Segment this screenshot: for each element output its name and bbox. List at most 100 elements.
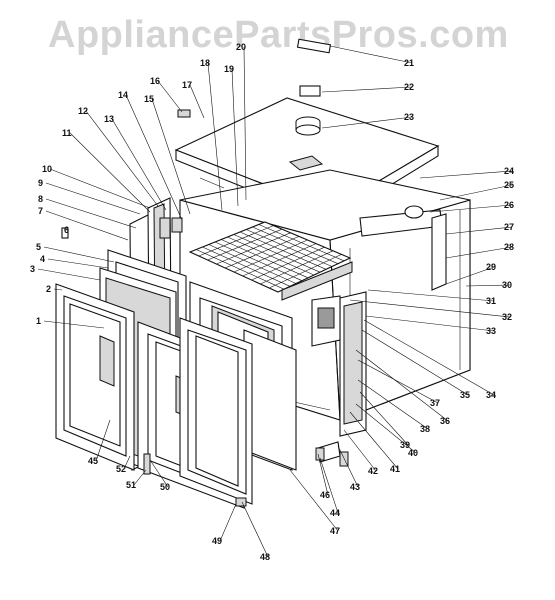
callout-4: 4 [40, 254, 45, 264]
callout-24: 24 [504, 166, 514, 176]
callout-36: 36 [440, 416, 450, 426]
leader-line-2 [53, 288, 63, 291]
callout-11: 11 [62, 128, 72, 138]
callout-8: 8 [38, 194, 43, 204]
callout-41: 41 [390, 464, 400, 474]
leader-line-28 [445, 246, 513, 259]
leader-line-36 [355, 349, 449, 422]
front-outer-door-left [55, 283, 135, 471]
callout-21: 21 [404, 58, 414, 68]
callout-16: 16 [150, 76, 160, 86]
callout-34: 34 [486, 390, 496, 400]
callout-27: 27 [504, 222, 514, 232]
callout-48: 48 [260, 552, 270, 562]
leader-line-4 [47, 258, 109, 269]
leader-line-49 [219, 503, 237, 542]
callout-30: 30 [502, 280, 512, 290]
callout-28: 28 [504, 242, 514, 252]
callout-43: 43 [350, 482, 360, 492]
callout-23: 23 [404, 112, 414, 122]
callout-12: 12 [78, 106, 88, 116]
leader-line-21 [329, 45, 413, 64]
leader-line-30 [465, 284, 511, 287]
leader-line-34 [363, 319, 495, 396]
callout-10: 10 [42, 164, 52, 174]
callout-38: 38 [420, 424, 430, 434]
back-door-frame [179, 317, 253, 505]
leader-line-11 [69, 132, 151, 213]
right-front-strips [311, 291, 367, 463]
callout-2: 2 [46, 284, 51, 294]
leader-line-24 [419, 170, 513, 179]
leader-line-7 [45, 210, 129, 241]
leader-line-19 [231, 68, 239, 207]
callout-18: 18 [200, 58, 210, 68]
leader-line-9 [45, 182, 141, 215]
callout-47: 47 [330, 526, 340, 536]
callout-40: 40 [408, 448, 418, 458]
callout-46: 46 [320, 490, 330, 500]
callout-32: 32 [502, 312, 512, 322]
leader-line-13 [111, 118, 167, 211]
callout-29: 29 [486, 262, 496, 272]
callout-9: 9 [38, 178, 43, 188]
callout-1: 1 [36, 316, 41, 326]
leader-line-40 [355, 403, 417, 454]
callout-49: 49 [212, 536, 222, 546]
leader-line-48 [241, 501, 269, 558]
callout-35: 35 [460, 390, 470, 400]
leader-line-46 [317, 453, 329, 496]
leader-line-15 [151, 98, 191, 215]
watermark: AppliancePartsPros.com [48, 14, 509, 56]
leader-line-35 [361, 329, 469, 396]
leader-line-52 [123, 455, 131, 470]
callout-3: 3 [30, 264, 35, 274]
callout-19: 19 [224, 64, 234, 74]
leader-line-43 [337, 445, 359, 488]
callout-25: 25 [504, 180, 514, 190]
leader-line-26 [429, 204, 513, 213]
leader-line-45 [95, 419, 111, 462]
callout-5: 5 [36, 242, 41, 252]
leader-line-17 [189, 84, 205, 119]
callout-22: 22 [404, 82, 414, 92]
leader-line-29 [445, 266, 495, 285]
leader-line-10 [49, 168, 151, 209]
callout-51: 51 [126, 480, 136, 490]
oven-rack [188, 221, 353, 301]
leader-line-31 [367, 289, 495, 302]
leader-line-42 [343, 429, 377, 472]
callout-6: 6 [64, 225, 69, 235]
callout-26: 26 [504, 200, 514, 210]
leader-line-18 [207, 62, 223, 211]
callout-37: 37 [430, 398, 440, 408]
callout-39: 39 [400, 440, 410, 450]
leader-line-23 [321, 116, 413, 129]
callout-42: 42 [368, 466, 378, 476]
callout-leader-lines [37, 45, 513, 558]
right-side-panel [359, 205, 447, 291]
leader-line-14 [125, 94, 183, 221]
leader-line-5 [43, 246, 115, 263]
leader-line-8 [45, 198, 137, 229]
callout-14: 14 [118, 90, 128, 100]
leader-line-33 [365, 315, 495, 332]
leader-line-32 [349, 299, 511, 318]
leader-line-47 [289, 469, 339, 532]
top-small-parts [177, 38, 332, 118]
leader-line-1 [43, 320, 105, 329]
leader-line-38 [357, 379, 429, 430]
callout-20: 20 [236, 42, 246, 52]
leader-line-27 [445, 226, 513, 235]
callout-33: 33 [486, 326, 496, 336]
leader-line-50 [149, 459, 169, 488]
leader-line-22 [321, 86, 413, 93]
leader-line-51 [133, 469, 147, 486]
bottom-hardware [143, 447, 349, 507]
callout-44: 44 [330, 508, 340, 518]
leader-line-37 [357, 359, 439, 404]
callout-13: 13 [104, 114, 114, 124]
callout-52: 52 [116, 464, 126, 474]
